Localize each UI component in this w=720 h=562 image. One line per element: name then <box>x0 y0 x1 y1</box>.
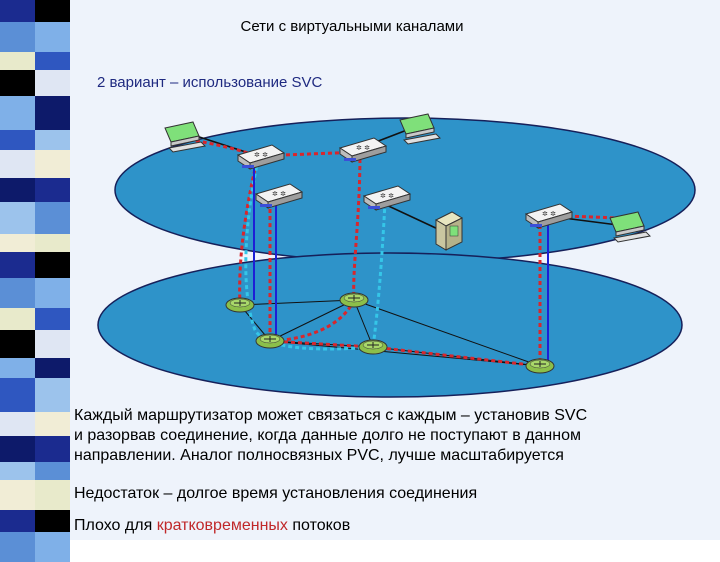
drawback-text: Недостаток – долгое время установления с… <box>74 485 478 502</box>
stripe-block <box>35 96 70 130</box>
stripe-block <box>35 150 70 178</box>
router-icon: ✲ ✲ <box>236 144 286 170</box>
stripe-block <box>35 252 70 278</box>
stripe-block <box>0 358 35 378</box>
description-line: и разорвав соединение, когда данные долг… <box>74 427 581 444</box>
stripe-block <box>35 52 70 70</box>
stripe-block <box>0 202 35 234</box>
stripe-block <box>35 480 70 510</box>
stripe-block <box>35 330 70 358</box>
description-paragraph: Каждый маршрутизатор может связаться с к… <box>74 406 674 466</box>
stripe-block <box>35 462 70 480</box>
stripe-block <box>0 278 35 308</box>
svg-text:✲ ✲: ✲ ✲ <box>272 190 286 198</box>
stripe-block <box>0 462 35 480</box>
atm-switch-icon <box>255 333 285 349</box>
svg-text:✲ ✲: ✲ ✲ <box>380 192 394 200</box>
stripe-block <box>0 70 35 96</box>
stripe-block <box>0 436 35 462</box>
stripe-block <box>0 22 35 52</box>
slide-subtitle: 2 вариант – использование SVC <box>97 74 323 91</box>
stripe-block <box>0 308 35 330</box>
router-icon: ✲ ✲ <box>362 185 412 211</box>
svg-text:✲ ✲: ✲ ✲ <box>254 151 268 159</box>
stripe-block <box>0 330 35 358</box>
atm-switch-icon <box>358 339 388 355</box>
svc-cyan-circuit <box>244 159 387 351</box>
stripe-block <box>0 234 35 252</box>
router-icon: ✲ ✲ <box>524 203 574 229</box>
stripe-block <box>35 510 70 532</box>
stripe-block <box>0 480 35 510</box>
description-line: Каждый маршрутизатор может связаться с к… <box>74 407 588 424</box>
atm-switch-icon <box>225 297 255 313</box>
stripe-block <box>35 378 70 412</box>
computer-icon <box>609 211 652 243</box>
limitation-text: Плохо для кратковременных потоков <box>74 516 350 536</box>
stripe-block <box>35 70 70 96</box>
stripe-block <box>35 436 70 462</box>
stripe-block <box>35 234 70 252</box>
stripe-block <box>35 202 70 234</box>
stripe-block <box>35 358 70 378</box>
slide-title: Сети с виртуальными каналами <box>240 18 464 35</box>
router-icon: ✲ ✲ <box>254 183 304 209</box>
computer-icon <box>164 121 207 153</box>
stripe-block <box>35 308 70 330</box>
stripe-block <box>0 378 35 412</box>
atm-switch-icon <box>525 358 555 374</box>
svg-text:✲ ✲: ✲ ✲ <box>356 144 370 152</box>
stripe-block <box>35 22 70 52</box>
server-icon <box>434 211 464 251</box>
stripe-block <box>0 130 35 150</box>
stripe-block <box>0 532 35 562</box>
stripe-block <box>0 52 35 70</box>
stripe-block <box>35 0 70 22</box>
stripe-block <box>35 130 70 150</box>
stripe-block <box>0 178 35 202</box>
lower-network-plane <box>97 252 683 398</box>
network-diagram: ✲ ✲ ✲ ✲ ✲ ✲ ✲ ✲ ✲ ✲ <box>97 113 696 398</box>
stripe-block <box>35 278 70 308</box>
stripe-block <box>0 0 35 22</box>
svg-text:✲ ✲: ✲ ✲ <box>542 210 556 218</box>
stripe-block <box>0 96 35 130</box>
stripe-block <box>0 252 35 278</box>
limitation-highlight: кратковременных <box>156 517 288 534</box>
atm-switch-icon <box>339 292 369 308</box>
stripe-block <box>35 532 70 562</box>
limitation-text-before: Плохо для <box>74 517 157 534</box>
stripe-block <box>35 412 70 436</box>
description-line: направлении. Аналог полносвязных PVC, лу… <box>74 447 564 464</box>
limitation-text-after: потоков <box>287 517 351 534</box>
stripe-block <box>35 178 70 202</box>
stripe-block <box>0 510 35 532</box>
blue-links <box>253 160 549 366</box>
decorative-stripe <box>0 0 70 562</box>
stripe-block <box>0 150 35 178</box>
stripe-block <box>0 412 35 436</box>
computer-icon <box>399 113 442 145</box>
router-icon: ✲ ✲ <box>338 137 388 163</box>
